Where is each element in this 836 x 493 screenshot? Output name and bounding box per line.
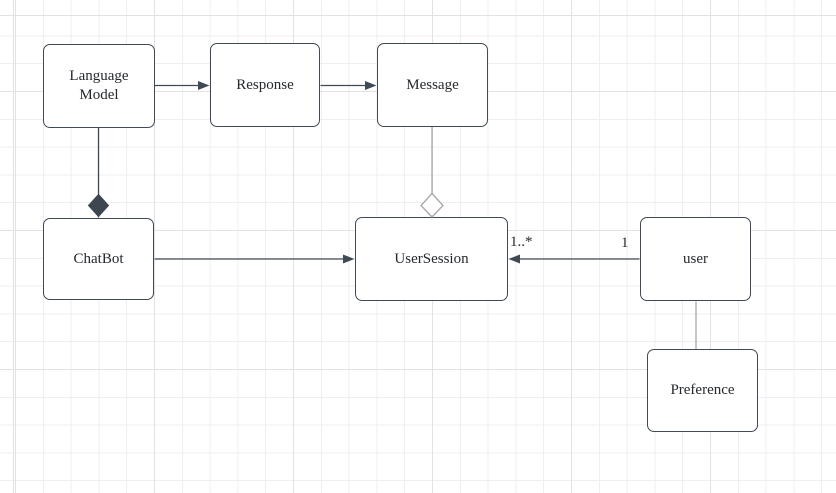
class-box-message[interactable]: Message	[377, 43, 488, 127]
filled-diamond-icon	[87, 193, 110, 218]
class-label-user: user	[683, 250, 708, 267]
arrowhead-icon	[343, 254, 355, 264]
class-box-response[interactable]: Response	[210, 43, 320, 127]
class-label-user-session: UserSession	[394, 250, 469, 267]
class-box-user[interactable]: user	[640, 217, 751, 301]
hollow-diamond-icon	[420, 192, 444, 218]
arrowhead-icon	[365, 81, 377, 90]
class-box-user-session[interactable]: UserSession	[355, 217, 508, 301]
edge-language-model-to-response[interactable]	[154, 81, 210, 90]
class-box-chatbot[interactable]: ChatBot	[43, 218, 154, 300]
arrowhead-icon	[508, 254, 520, 264]
edge-chatbot-to-user-session[interactable]	[154, 254, 355, 264]
class-label-chatbot: ChatBot	[73, 250, 124, 267]
class-label-language-model: Language Model	[69, 68, 129, 103]
class-box-preference[interactable]: Preference	[647, 349, 758, 432]
class-box-language-model[interactable]: Language Model	[43, 44, 155, 128]
arrowhead-icon	[198, 81, 210, 90]
edge-user-to-user-session[interactable]	[508, 254, 640, 264]
class-label-message: Message	[406, 76, 459, 93]
class-label-response: Response	[236, 76, 294, 93]
edge-language-model-to-chatbot-composition[interactable]	[87, 128, 110, 218]
class-label-preference: Preference	[670, 382, 735, 398]
multiplicity-label-user-session[interactable]: 1..*	[510, 234, 533, 250]
edge-response-to-message[interactable]	[320, 81, 377, 90]
edge-message-to-user-session-aggregation[interactable]	[420, 127, 444, 218]
multiplicity-label-user[interactable]: 1	[621, 235, 629, 251]
